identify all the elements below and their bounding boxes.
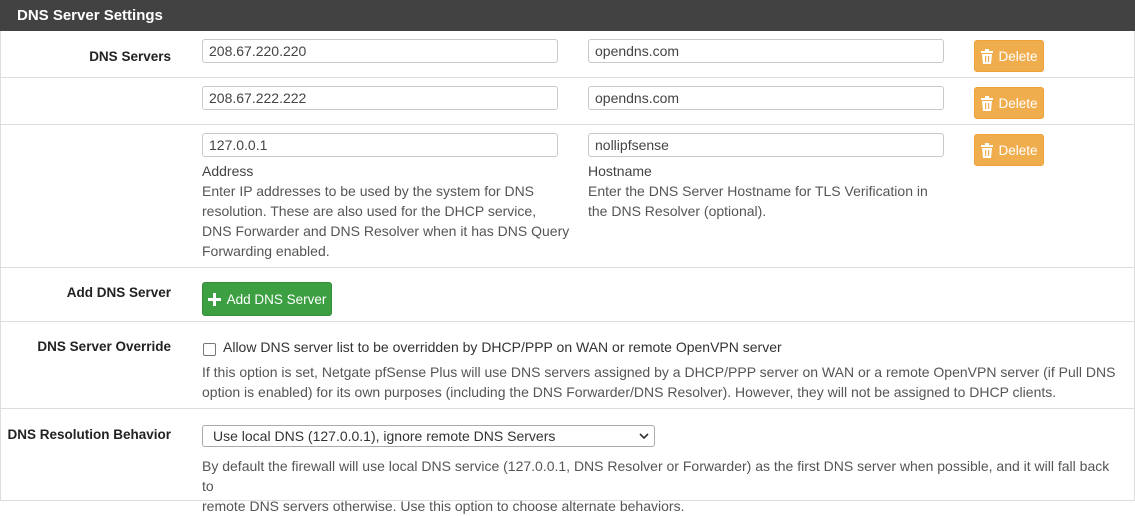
hostname-help-line: the DNS Resolver (optional). xyxy=(588,203,767,219)
delete-button-1[interactable]: Delete xyxy=(974,40,1044,72)
address-help-line: Enter IP addresses to be used by the sys… xyxy=(202,183,535,199)
dns-hostname-input-3[interactable] xyxy=(588,133,944,157)
dns-server-row-1: DNS Servers Delete xyxy=(1,31,1134,78)
dns-server-row-3: Delete Address Enter IP addresses to be … xyxy=(1,125,1134,268)
add-dns-server-button[interactable]: Add DNS Server xyxy=(202,282,332,316)
resolution-help-line: remote DNS servers otherwise. Use this o… xyxy=(202,498,685,514)
dns-address-input-1[interactable] xyxy=(202,39,558,63)
add-dns-server-row: Add DNS Server Add DNS Server xyxy=(1,268,1134,322)
override-help: If this option is set, Netgate pfSense P… xyxy=(202,362,1122,402)
hostname-caption: Hostname xyxy=(588,163,652,179)
dns-resolution-behavior-label: DNS Resolution Behavior xyxy=(7,427,171,442)
delete-button-label: Delete xyxy=(998,95,1038,111)
dns-resolution-behavior-row: DNS Resolution Behavior Use local DNS (1… xyxy=(1,409,1134,514)
delete-button-label: Delete xyxy=(998,48,1038,64)
address-help-line: Forwarding enabled. xyxy=(202,243,330,259)
override-checkbox-label[interactable]: Allow DNS server list to be overridden b… xyxy=(223,339,782,355)
override-help-line: If this option is set, Netgate pfSense P… xyxy=(202,364,1116,380)
override-checkbox[interactable] xyxy=(203,343,216,356)
hostname-help-line: Enter the DNS Server Hostname for TLS Ve… xyxy=(588,183,928,199)
address-help: Enter IP addresses to be used by the sys… xyxy=(202,181,572,261)
dns-server-override-row: DNS Server Override Allow DNS server lis… xyxy=(1,322,1134,409)
chevron-down-icon xyxy=(639,433,649,440)
add-dns-server-label: Add DNS Server xyxy=(66,285,171,300)
trash-icon xyxy=(981,142,994,158)
resolution-help-line: By default the firewall will use local D… xyxy=(202,458,1110,494)
delete-button-3[interactable]: Delete xyxy=(974,134,1044,166)
hostname-help: Enter the DNS Server Hostname for TLS Ve… xyxy=(588,181,958,221)
override-help-line: option is enabled) for its own purposes … xyxy=(202,384,1057,400)
add-dns-server-button-label: Add DNS Server xyxy=(226,291,327,307)
delete-button-label: Delete xyxy=(998,142,1038,158)
dns-server-row-2: Delete xyxy=(1,78,1134,125)
address-help-line: resolution. These are also used for the … xyxy=(202,203,537,219)
dns-hostname-input-2[interactable] xyxy=(588,86,944,110)
resolution-help: By default the firewall will use local D… xyxy=(202,456,1122,516)
plus-icon xyxy=(207,292,221,306)
address-caption: Address xyxy=(202,163,254,179)
dns-resolution-select[interactable]: Use local DNS (127.0.0.1), ignore remote… xyxy=(202,425,655,447)
dns-address-input-3[interactable] xyxy=(202,133,558,157)
panel-title: DNS Server Settings xyxy=(0,0,1135,31)
dns-address-input-2[interactable] xyxy=(202,86,558,110)
dns-servers-label: DNS Servers xyxy=(89,49,171,64)
panel-body: DNS Servers Delete Delete Delete xyxy=(0,31,1135,514)
address-help-line: DNS Forwarder and DNS Resolver when it h… xyxy=(202,223,570,239)
dns-server-override-label: DNS Server Override xyxy=(37,339,171,354)
delete-button-2[interactable]: Delete xyxy=(974,87,1044,119)
dns-resolution-selected: Use local DNS (127.0.0.1), ignore remote… xyxy=(213,428,556,444)
trash-icon xyxy=(981,48,994,64)
trash-icon xyxy=(981,95,994,111)
dns-hostname-input-1[interactable] xyxy=(588,39,944,63)
